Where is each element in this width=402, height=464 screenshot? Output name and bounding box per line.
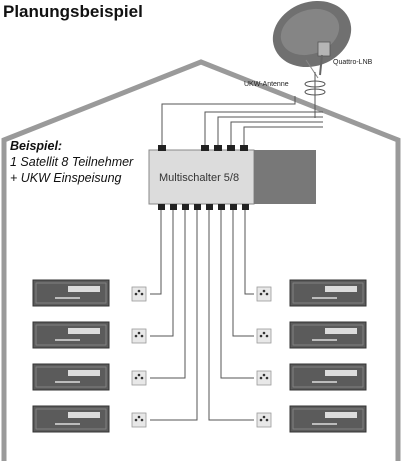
example-line-2: + UKW Einspeisung: [10, 171, 122, 185]
receiver: [289, 363, 367, 391]
example-line-1: 1 Satellit 8 Teilnehmer: [10, 155, 134, 169]
example-heading: Beispiel:: [10, 139, 62, 153]
wall-outlet-icon: [131, 328, 147, 344]
wall-outlet-icon: [256, 328, 272, 344]
input-cables: [161, 96, 323, 148]
receiver: [289, 279, 367, 307]
wall-outlet-icon: [256, 412, 272, 428]
multiswitch: [148, 145, 316, 210]
wall-outlet-icon: [256, 370, 272, 386]
receiver: [32, 321, 110, 349]
house-outline: [1, 59, 401, 461]
wall-outlet-icon: [131, 286, 147, 302]
receiver: [32, 405, 110, 433]
receiver: [32, 363, 110, 391]
wall-outlet-icon: [131, 370, 147, 386]
wall-outlet-icon: [131, 412, 147, 428]
lnb-label: Quattro-LNB: [333, 59, 373, 66]
receiver: [32, 279, 110, 307]
fm-antenna-icon: [304, 72, 326, 118]
multiswitch-label: Multischalter 5/8: [159, 172, 239, 184]
receiver: [289, 405, 367, 433]
receiver: [289, 321, 367, 349]
fm-antenna-label: UKW-Antenne: [244, 81, 289, 88]
output-cables: [150, 210, 254, 421]
page-title: Planungsbeispiel: [3, 2, 143, 21]
satellite-dish-icon: [272, 0, 352, 79]
wall-outlet-icon: [256, 286, 272, 302]
